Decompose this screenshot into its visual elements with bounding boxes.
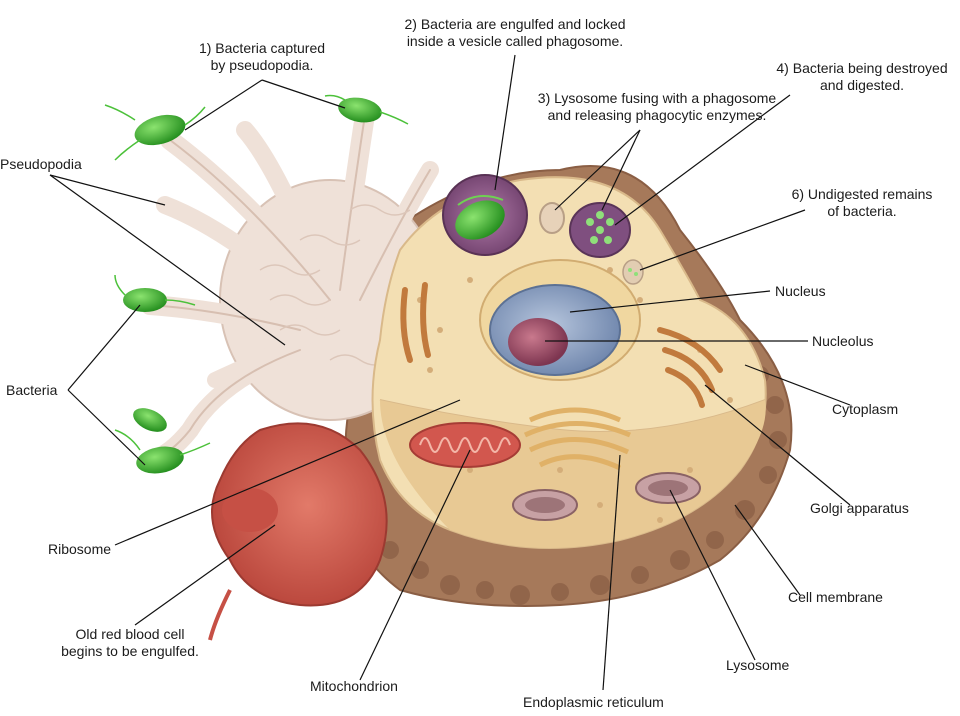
bacterium-2 — [324, 94, 409, 125]
label-lysosome: Lysosome — [726, 657, 790, 673]
leader-pseudopodia-a — [49, 174, 166, 206]
step1-caption: 1) Bacteria captured by pseudopodia. — [198, 40, 326, 73]
leader-lines — [49, 54, 851, 691]
leader-cytoplasm — [744, 364, 851, 406]
label-pseudopodia: Pseudopodia — [0, 156, 82, 172]
bacterium-5 — [133, 408, 167, 432]
label-nucleus: Nucleus — [775, 283, 826, 299]
leader-bacteria-a — [67, 304, 141, 391]
label-cell-membrane: Cell membrane — [788, 589, 883, 605]
endoplasmic-reticulum — [523, 407, 631, 471]
leader-mitochondrion — [359, 449, 471, 681]
leader-step4 — [614, 94, 791, 226]
label-cytoplasm: Cytoplasm — [832, 401, 899, 417]
label-ribosome: Ribosome — [48, 541, 112, 557]
label-mitochondrion: Mitochondrion — [310, 678, 398, 694]
mitochondrion — [409, 422, 521, 468]
leader-rbc — [134, 524, 276, 626]
leader-cell-membrane — [734, 504, 801, 596]
leader-step1-b — [261, 79, 346, 109]
label-golgi-apparatus: Golgi apparatus — [810, 500, 909, 516]
old-red-blood-cell — [208, 422, 388, 641]
phagosome — [442, 174, 528, 256]
leader-ribosome — [114, 399, 461, 546]
leader-er — [602, 454, 621, 691]
step3-caption: 3) Lysosome fusing with a phagosome and … — [537, 90, 777, 123]
label-old-rbc: Old red blood cell begins to be engulfed… — [61, 626, 199, 659]
label-bacteria: Bacteria — [6, 382, 58, 398]
step6-caption: 6) Undigested remains of bacteria. — [791, 186, 933, 219]
leader-step1-a — [184, 79, 263, 131]
lysosome-fusing — [539, 202, 644, 285]
step4-caption: 4) Bacteria being destroyed and digested… — [776, 60, 948, 93]
step2-caption: 2) Bacteria are engulfed and locked insi… — [404, 16, 626, 49]
label-nucleolus: Nucleolus — [812, 333, 874, 349]
label-endoplasmic-reticulum: Endoplasmic reticulum — [523, 694, 664, 710]
leader-lysosome — [669, 489, 756, 661]
leader-nucleus — [569, 290, 771, 313]
leader-pseudopodia-b — [49, 174, 286, 346]
bacteria-group — [104, 94, 409, 474]
nucleus — [479, 259, 641, 381]
leader-step2 — [494, 54, 516, 191]
leader-golgi — [704, 384, 851, 506]
leader-step3-b — [601, 129, 641, 211]
bacterium-3 — [114, 274, 196, 312]
golgi-apparatus — [400, 282, 723, 408]
leader-step3-a — [554, 129, 641, 211]
bacterium-4 — [114, 429, 211, 474]
leader-bacteria-b — [67, 389, 146, 466]
bacterium-1 — [104, 104, 206, 161]
lysosomes — [512, 472, 701, 521]
leader-step6 — [639, 209, 806, 271]
